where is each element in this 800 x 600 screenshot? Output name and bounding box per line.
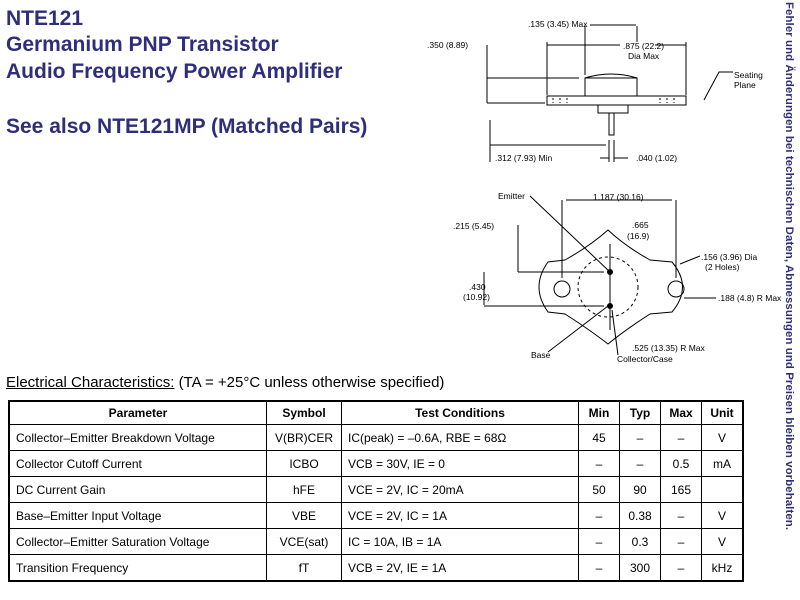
cell-max: 165 — [660, 476, 702, 503]
cell-typ: – — [619, 424, 661, 451]
part-description: Germanium PNP Transistor — [6, 33, 279, 56]
cell-unit: V — [701, 528, 744, 555]
electrical-title-text: Electrical Characteristics: — [6, 374, 175, 391]
cell-typ: 0.38 — [619, 502, 661, 529]
cell-parameter: Transition Frequency — [8, 554, 267, 582]
col-unit: Unit — [701, 400, 744, 425]
dim-665: .665 — [632, 220, 649, 230]
cell-max: – — [660, 424, 702, 451]
cell-symbol: VBE — [266, 502, 342, 529]
cell-symbol: V(BR)CER — [266, 424, 342, 451]
cell-max: 0.5 — [660, 450, 702, 477]
part-application: Audio Frequency Power Amplifier — [6, 60, 343, 83]
seating-plane-label: Seating — [734, 70, 763, 80]
col-min: Min — [578, 400, 620, 425]
base-label: Base — [531, 350, 551, 360]
cell-symbol: ICBO — [266, 450, 342, 477]
part-number: NTE121 — [6, 7, 84, 30]
cell-min: – — [578, 528, 620, 555]
cell-typ: 300 — [619, 554, 661, 582]
dim-hole-diameter: .156 (3.96) Dia — [701, 252, 757, 262]
dim-665-mm: (16.9) — [627, 231, 649, 241]
electrical-characteristics-table: Parameter Symbol Test Conditions Min Typ… — [8, 400, 744, 582]
bottom-view — [483, 195, 716, 356]
cell-min: – — [578, 554, 620, 582]
cell-unit: kHz — [701, 554, 744, 582]
cell-max: – — [660, 528, 702, 555]
side-disclaimer: Fehler und Änderungen bei technischen Da… — [771, 2, 797, 598]
cell-unit: V — [701, 502, 744, 529]
dim-top-width: .135 (3.45) Max — [528, 19, 588, 29]
collector-label: Collector/Case — [617, 354, 673, 364]
dim-430: .430 — [469, 282, 486, 292]
dim-hole-count: (2 Holes) — [705, 262, 740, 272]
cell-parameter: DC Current Gain — [8, 476, 267, 503]
dim-hole-spacing: 1.187 (30.16) — [593, 192, 644, 202]
cell-min: 45 — [578, 424, 620, 451]
see-also-note: See also NTE121MP (Matched Pairs) — [6, 115, 368, 138]
cell-conditions: IC(peak) = –0.6A, RBE = 68Ω — [341, 424, 579, 451]
seating-plane-label-2: Plane — [734, 80, 756, 90]
cell-conditions: IC = 10A, IB = 1A — [341, 528, 579, 555]
col-test-conditions: Test Conditions — [341, 400, 579, 425]
side-view-base — [597, 105, 629, 114]
dim-188: .188 (4.8) R Max — [718, 293, 782, 303]
cell-symbol: hFE — [266, 476, 342, 503]
dim-lead-length: .312 (7.93) Min — [495, 153, 552, 163]
cell-typ: 90 — [619, 476, 661, 503]
cell-unit: mA — [701, 450, 744, 477]
electrical-condition: (TA = +25°C unless otherwise specified) — [178, 374, 445, 391]
dim-215: .215 (5.45) — [453, 221, 494, 231]
cell-conditions: VCE = 2V, IC = 1A — [341, 502, 579, 529]
package-outline-drawing: .135 (3.45) Max .350 (8.89) .875 (22.2) … — [427, 19, 782, 364]
cell-min: 50 — [578, 476, 620, 503]
cell-typ: – — [619, 450, 661, 477]
cell-conditions: VCB = 2V, IE = 1A — [341, 554, 579, 582]
cell-conditions: VCE = 2V, IC = 20mA — [341, 476, 579, 503]
col-symbol: Symbol — [266, 400, 342, 425]
dim-430-mm: (10.92) — [463, 292, 490, 302]
cell-symbol: VCE(sat) — [266, 528, 342, 555]
dim-525: .525 (13.35) R Max — [632, 343, 706, 353]
dim-height: .350 (8.89) — [427, 40, 468, 50]
side-view-lead — [608, 113, 615, 136]
cell-min: – — [578, 502, 620, 529]
dim-diameter: .875 (22.2) — [623, 41, 664, 51]
cell-parameter: Collector–Emitter Breakdown Voltage — [8, 424, 267, 451]
electrical-characteristics-title: Electrical Characteristics: (TA = +25°C … — [6, 374, 444, 391]
cell-parameter: Collector Cutoff Current — [8, 450, 267, 477]
dim-lead-diameter: .040 (1.02) — [636, 153, 677, 163]
cell-unit — [701, 476, 744, 503]
cell-conditions: VCB = 30V, IE = 0 — [341, 450, 579, 477]
cell-parameter: Collector–Emitter Saturation Voltage — [8, 528, 267, 555]
cell-min: – — [578, 450, 620, 477]
table-header-row: Parameter Symbol Test Conditions Min Typ… — [8, 400, 744, 425]
side-view-flange — [546, 95, 687, 106]
side-view-can-top — [584, 77, 638, 97]
cell-max: – — [660, 554, 702, 582]
side-disclaimer-text: Fehler und Änderungen bei technischen Da… — [783, 2, 795, 531]
cell-typ: 0.3 — [619, 528, 661, 555]
cell-max: – — [660, 502, 702, 529]
cell-symbol: fT — [266, 554, 342, 582]
cell-parameter: Base–Emitter Input Voltage — [8, 502, 267, 529]
col-max: Max — [660, 400, 702, 425]
emitter-label: Emitter — [498, 191, 525, 201]
cell-unit: V — [701, 424, 744, 451]
col-parameter: Parameter — [8, 400, 267, 425]
dim-diameter-max: Dia Max — [628, 51, 660, 61]
col-typ: Typ — [619, 400, 661, 425]
